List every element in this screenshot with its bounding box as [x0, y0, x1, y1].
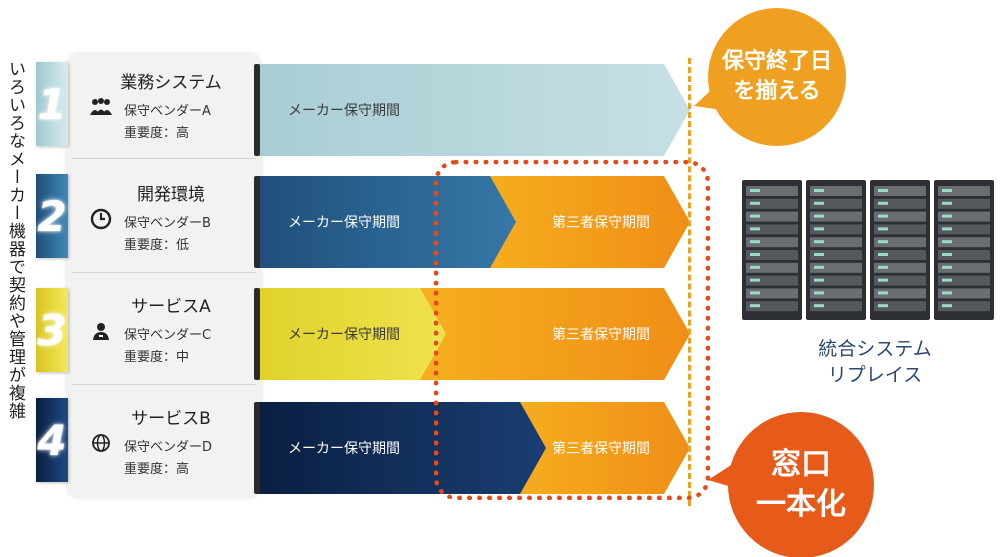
maker-label-3: メーカー保守期間	[288, 327, 400, 343]
row-vendor-1: 保守ベンダーA	[124, 104, 211, 119]
end-date-line	[688, 58, 691, 506]
server-caption: 統合システム リプレイス	[760, 336, 990, 388]
third-party-bar-4	[500, 402, 690, 494]
row-importance-1: 重要度：高	[124, 126, 190, 141]
side-label: いろいろなメーカー機器で契約や管理が複雑	[5, 60, 25, 420]
row-importance-3: 重要度：中	[124, 350, 190, 365]
end-date-callout-line2: を揃える	[733, 79, 821, 104]
maker-bar-1	[258, 64, 690, 156]
row-number-3: 3	[36, 288, 68, 372]
row-title-4: サービスB	[131, 409, 211, 429]
row-number-1: 1	[36, 62, 68, 146]
clock-icon	[88, 208, 114, 230]
maker-label-2: メーカー保守期間	[288, 215, 400, 231]
maker-bar-4	[258, 402, 546, 494]
globe-icon	[88, 432, 114, 454]
row-number-4: 4	[36, 398, 68, 482]
single-window-callout-line2: 一本化	[756, 487, 846, 522]
row-number-2: 2	[36, 174, 68, 258]
third-label-2: 第三者保守期間	[552, 215, 650, 231]
callout-pointer	[694, 80, 722, 110]
server-caption-line2: リプレイス	[827, 364, 923, 386]
maker-label-4: メーカー保守期間	[288, 441, 400, 457]
third-party-bar-3	[410, 288, 690, 380]
end-date-callout: 保守終了日 を揃える	[708, 8, 846, 146]
third-party-bar-2	[470, 176, 690, 268]
row-vendor-3: 保守ベンダーC	[124, 328, 212, 343]
bar-start-stripe	[254, 402, 260, 494]
row-vendor-2: 保守ベンダーB	[124, 216, 211, 231]
people-icon	[88, 96, 114, 118]
consolidation-box	[434, 160, 710, 500]
maker-label-1: メーカー保守期間	[288, 103, 400, 119]
user-icon	[88, 320, 114, 342]
server-caption-line1: 統合システム	[818, 338, 932, 360]
row-divider	[72, 158, 256, 159]
server-rack-icon	[742, 180, 994, 320]
callout-pointer	[708, 458, 742, 490]
single-window-callout-line1: 窓口	[771, 447, 831, 482]
row-importance-2: 重要度：低	[124, 238, 190, 253]
row-title-1: 業務システム	[120, 73, 222, 93]
bar-start-stripe	[254, 64, 260, 156]
row-divider	[72, 272, 256, 273]
row-importance-4: 重要度：高	[124, 462, 190, 477]
third-label-4: 第三者保守期間	[552, 441, 650, 457]
maker-bar-2	[258, 176, 516, 268]
single-window-callout: 窓口 一本化	[728, 412, 874, 557]
row-divider	[72, 384, 256, 385]
row-title-2: 開発環境	[137, 185, 205, 205]
third-label-3: 第三者保守期間	[552, 327, 650, 343]
row-vendor-4: 保守ベンダーD	[124, 440, 213, 455]
info-panel	[66, 52, 262, 498]
bar-start-stripe	[254, 288, 260, 380]
row-title-3: サービスA	[131, 297, 211, 317]
end-date-callout-line1: 保守終了日	[721, 49, 832, 74]
bar-start-stripe	[254, 176, 260, 268]
maker-bar-3	[258, 288, 446, 380]
